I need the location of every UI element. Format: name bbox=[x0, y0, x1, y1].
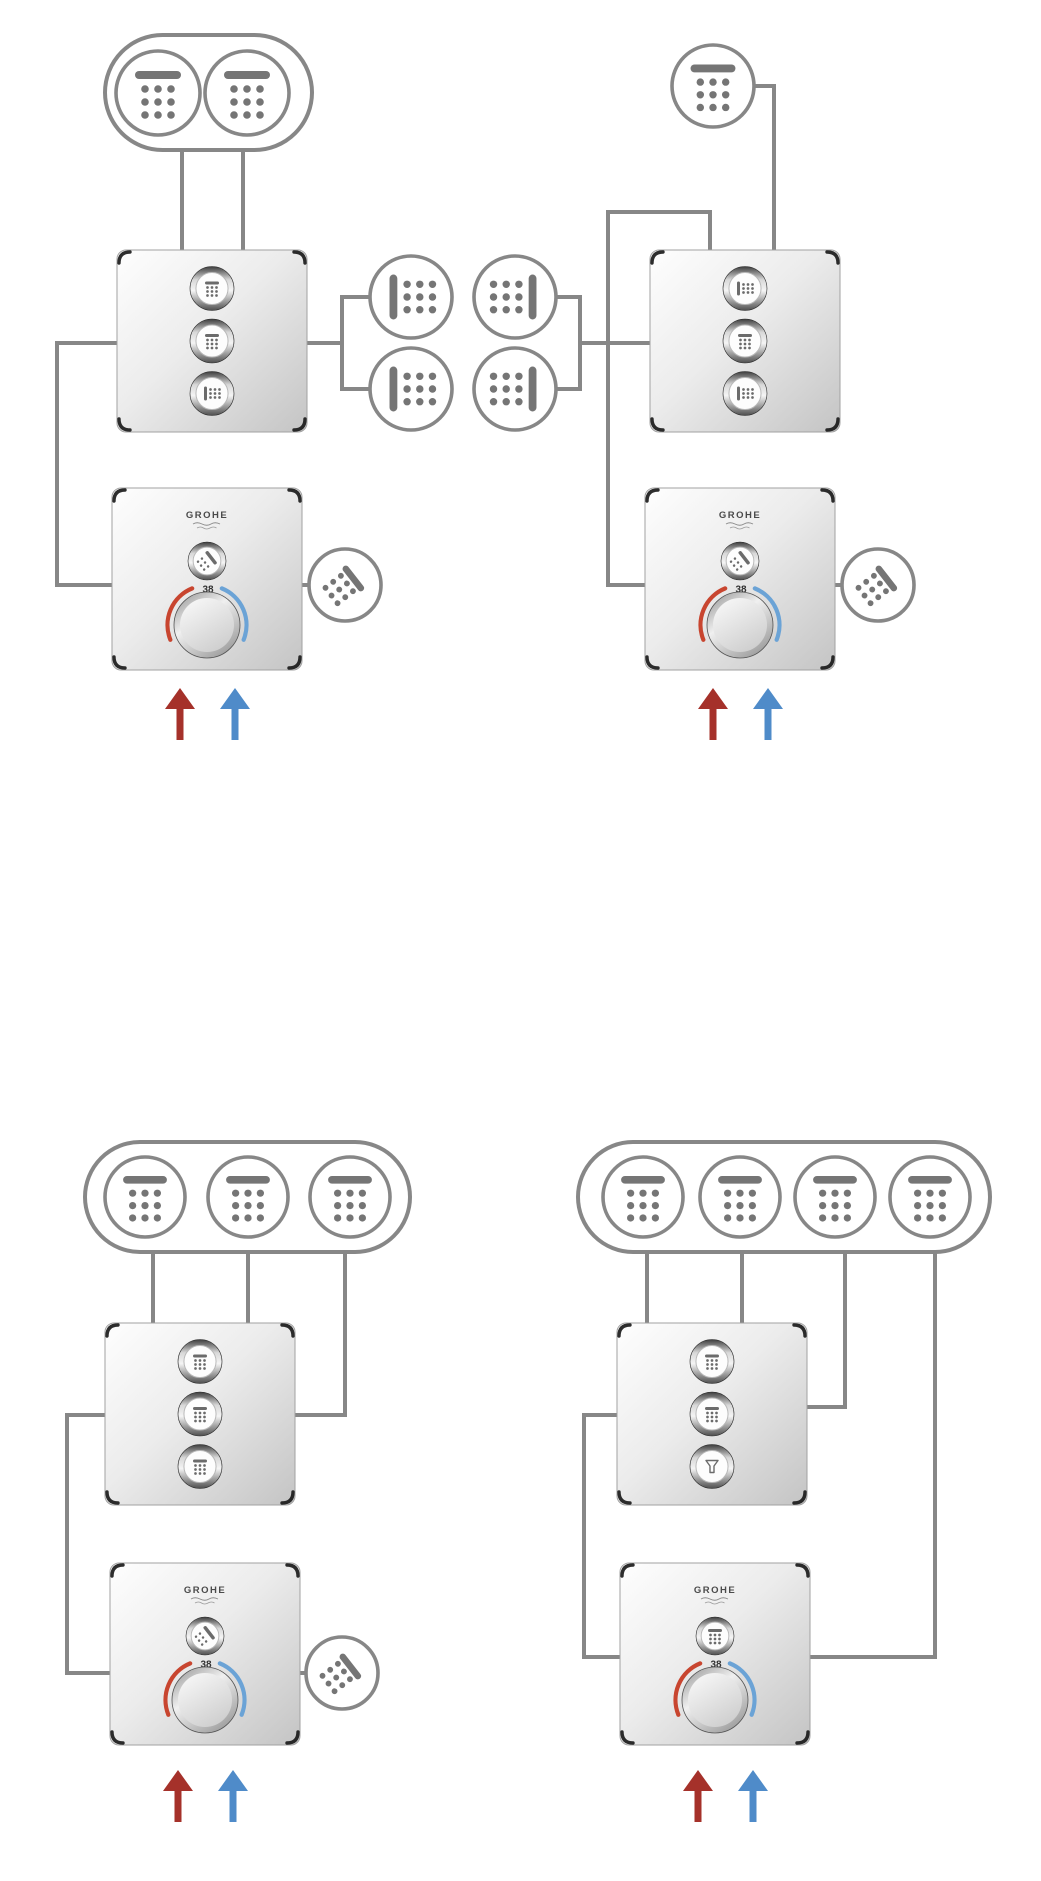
cold-temperature-arc bbox=[217, 1661, 247, 1717]
spray-select-button bbox=[185, 1616, 225, 1656]
thermostat-plate: GROHE 38 bbox=[619, 1562, 811, 1746]
cold-temperature-arc bbox=[219, 586, 249, 642]
pipe-line bbox=[810, 1252, 937, 1659]
pipe-line bbox=[606, 210, 712, 587]
valve-button-head-shower bbox=[177, 1391, 223, 1437]
grohe-logo: GROHE bbox=[186, 510, 228, 521]
pipe-line bbox=[754, 84, 776, 250]
hot-temperature-arc bbox=[673, 1661, 703, 1717]
diagram-top-left: GROHE 38 bbox=[55, 33, 454, 740]
valve-button-tub-spout bbox=[689, 1444, 735, 1489]
cold-temperature-arc bbox=[752, 586, 782, 642]
head-shower-outlet bbox=[793, 1155, 877, 1239]
head-shower-outlet bbox=[114, 49, 202, 137]
temperature-38-label: 38 bbox=[200, 1660, 212, 1671]
spray-select-button bbox=[720, 541, 760, 581]
side-spray-outlet bbox=[472, 254, 558, 340]
pipe-line bbox=[55, 341, 117, 587]
valve-button-head-shower bbox=[177, 1444, 223, 1489]
valve-button-head-shower bbox=[689, 1391, 735, 1437]
hot-water-arrow bbox=[683, 1770, 713, 1822]
temperature-38-label: 38 bbox=[710, 1660, 722, 1671]
valve-button-side-spray bbox=[189, 371, 235, 416]
spray-select-button bbox=[695, 1616, 735, 1656]
cold-temperature-arc bbox=[727, 1661, 757, 1717]
hot-water-arrow bbox=[163, 1770, 193, 1822]
grohe-logo: GROHE bbox=[694, 1585, 736, 1596]
supply-arrows bbox=[163, 1770, 248, 1822]
head-shower-outlet bbox=[206, 1155, 290, 1239]
valve-plate bbox=[616, 1322, 808, 1506]
valve-button-head-shower bbox=[189, 266, 235, 311]
diagram-bottom-right: GROHE 38 bbox=[576, 1140, 992, 1822]
supply-arrows bbox=[165, 688, 250, 740]
diagram-top-right: GROHE 38 bbox=[472, 43, 916, 740]
pipe-line bbox=[556, 295, 582, 391]
thermostat-plate: GROHE 38 bbox=[644, 487, 836, 671]
diagram-bottom-left: GROHE 38 bbox=[65, 1140, 412, 1822]
spray-select-button bbox=[187, 541, 227, 581]
hot-temperature-arc bbox=[163, 1661, 193, 1717]
hot-water-arrow bbox=[698, 688, 728, 740]
head-shower-group-outline bbox=[576, 1140, 992, 1254]
hot-water-arrow bbox=[165, 688, 195, 740]
hand-shower-outlet bbox=[840, 547, 916, 623]
grohe-logo-waves bbox=[190, 1597, 219, 1601]
valve-button-head-shower bbox=[689, 1339, 735, 1384]
cold-water-arrow bbox=[218, 1770, 248, 1822]
cold-water-arrow bbox=[738, 1770, 768, 1822]
side-spray-outlet bbox=[472, 346, 558, 432]
hand-shower-outlet bbox=[307, 547, 383, 623]
valve-button-side-spray bbox=[722, 371, 768, 416]
hand-shower-outlet bbox=[304, 1635, 380, 1711]
hot-temperature-arc bbox=[165, 586, 195, 642]
hot-temperature-arc bbox=[698, 586, 728, 642]
temperature-38-label: 38 bbox=[202, 585, 214, 596]
head-shower-outlet bbox=[103, 1155, 187, 1239]
supply-arrows bbox=[698, 688, 783, 740]
thermostat-plate: GROHE 38 bbox=[109, 1562, 301, 1746]
head-shower-outlet bbox=[670, 43, 756, 129]
valve-button-head-shower bbox=[177, 1339, 223, 1384]
valve-plate bbox=[116, 249, 308, 433]
valve-button-head-shower bbox=[189, 318, 235, 364]
cold-water-arrow bbox=[753, 688, 783, 740]
pipe-line bbox=[807, 1252, 847, 1409]
grohe-logo-waves bbox=[192, 522, 221, 526]
thermostat-plate: GROHE 38 bbox=[111, 487, 303, 671]
grohe-logo-waves bbox=[725, 522, 754, 526]
valve-button-side-spray bbox=[722, 266, 768, 311]
valve-plate bbox=[649, 249, 841, 433]
valve-plate bbox=[104, 1322, 296, 1506]
head-shower-outlet bbox=[308, 1155, 392, 1239]
head-shower-outlet bbox=[601, 1155, 685, 1239]
pipe-line bbox=[582, 1413, 620, 1659]
valve-button-head-shower bbox=[722, 318, 768, 364]
grohe-logo: GROHE bbox=[719, 510, 761, 521]
cold-water-arrow bbox=[220, 688, 250, 740]
head-shower-outlet bbox=[203, 49, 291, 137]
grohe-logo: GROHE bbox=[184, 1585, 226, 1596]
head-shower-outlet bbox=[888, 1155, 972, 1239]
supply-arrows bbox=[683, 1770, 768, 1822]
pipe-line bbox=[65, 1413, 110, 1675]
grohe-logo-waves bbox=[700, 1597, 729, 1601]
side-spray-outlet bbox=[368, 254, 454, 340]
head-shower-outlet bbox=[698, 1155, 782, 1239]
pipe-line bbox=[295, 1252, 347, 1417]
side-spray-outlet bbox=[368, 346, 454, 432]
pipe-line bbox=[340, 295, 370, 391]
temperature-38-label: 38 bbox=[735, 585, 747, 596]
